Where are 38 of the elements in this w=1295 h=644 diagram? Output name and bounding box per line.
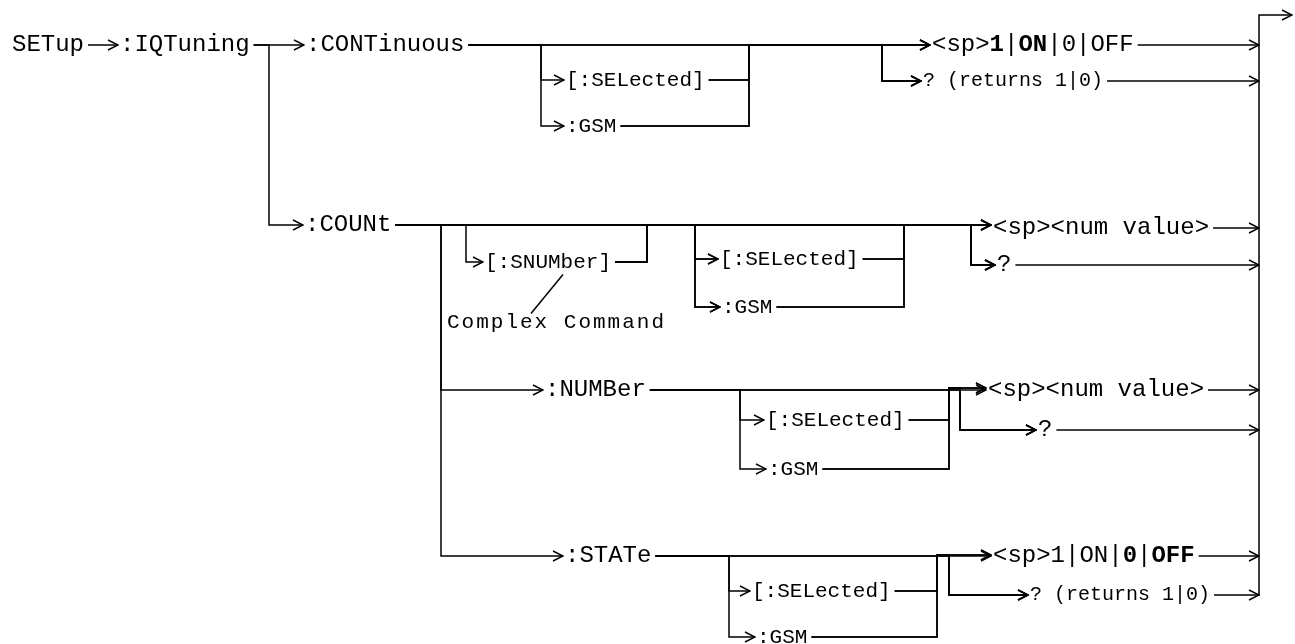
optional-keyword: [:SNUMber] [485, 251, 612, 273]
command-keyword: :STATe [565, 544, 652, 568]
syntax-arrow [1213, 589, 1260, 601]
optional-keyword: [:SELected] [566, 69, 705, 91]
syntax-arrow [1106, 75, 1260, 87]
command-keyword: <sp><num value> [988, 378, 1205, 402]
query-form: ? (returns 1|0) [923, 71, 1104, 91]
command-keyword: ? [997, 253, 1012, 277]
annotation-text: Complex Command [447, 311, 667, 333]
syntax-arrow [1055, 424, 1260, 436]
optional-keyword: :GSM [768, 458, 819, 480]
syntax-arrow [1212, 222, 1260, 234]
syntax-arrow [810, 554, 1029, 638]
command-keyword: :NUMBer [545, 378, 646, 402]
syntax-arrow [1197, 550, 1260, 562]
syntax-arrow [1014, 259, 1260, 271]
syntax-arrow [1136, 39, 1260, 51]
optional-keyword: [:SELected] [766, 409, 905, 431]
command-keyword: <sp>1|ON|0|OFF [993, 544, 1195, 568]
syntax-arrow [87, 39, 119, 51]
command-keyword: <sp>1|ON|0|OFF [932, 33, 1134, 57]
command-keyword: :CONTinuous [306, 33, 465, 57]
query-form: ? (returns 1|0) [1030, 585, 1211, 605]
command-keyword: <sp><num value> [993, 216, 1210, 240]
optional-keyword: :GSM [757, 626, 808, 644]
syntax-arrow [821, 387, 1037, 470]
leader-line [530, 273, 564, 315]
syntax-arrow [1207, 384, 1260, 396]
optional-keyword: :GSM [722, 296, 773, 318]
command-keyword: ? [1038, 418, 1053, 442]
command-keyword: :IQTuning [120, 33, 250, 57]
command-keyword: SETup [12, 33, 84, 57]
optional-keyword: :GSM [566, 115, 617, 137]
optional-keyword: [:SELected] [720, 248, 859, 270]
syntax-arrow [394, 224, 564, 562]
optional-keyword: [:SELected] [752, 580, 891, 602]
syntax-arrow [252, 44, 304, 231]
command-keyword: :COUNt [305, 213, 392, 237]
